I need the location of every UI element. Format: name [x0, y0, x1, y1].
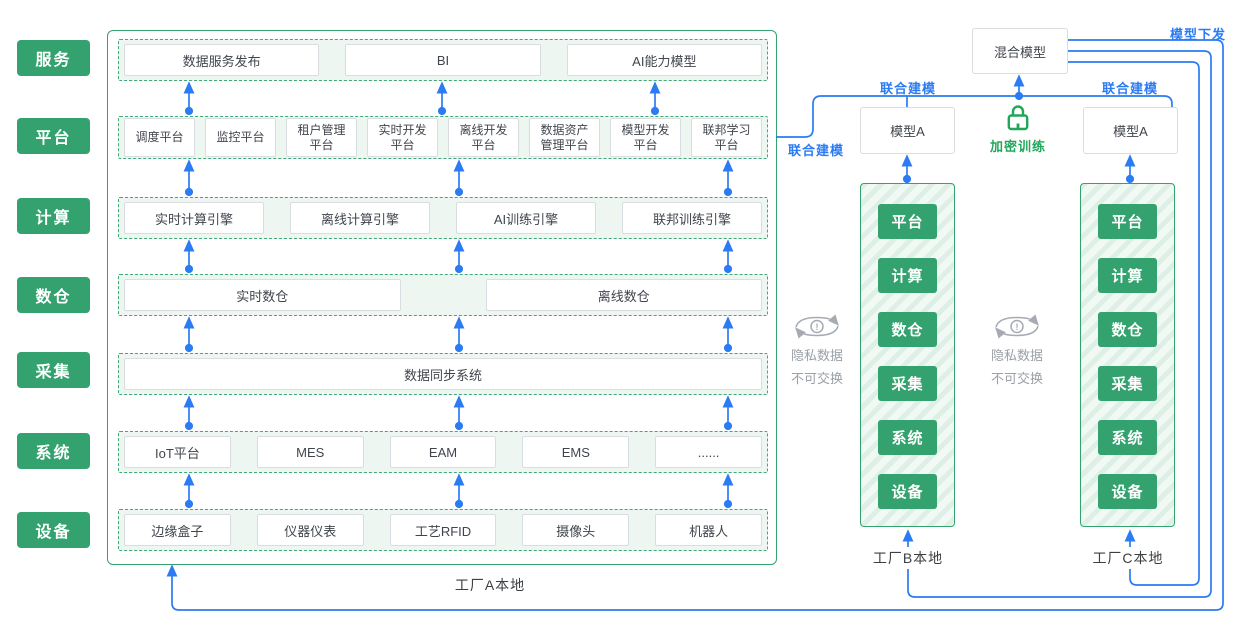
layer-label-device: 设备: [17, 512, 90, 548]
layer-label-service: 服务: [17, 40, 90, 76]
row-system: IoT平台 MES EAM EMS ......: [118, 431, 768, 473]
node-realtime-warehouse: 实时数仓: [124, 279, 401, 311]
node-iot-platform: IoT平台: [124, 436, 231, 468]
factory-c-label: 工厂C本地: [1086, 547, 1170, 569]
svg-text:!: !: [1016, 322, 1019, 332]
node-offline-dev-platform: 离线开发平台: [448, 118, 519, 157]
node-mixed-model: 混合模型: [972, 28, 1068, 74]
layer-label-system: 系统: [17, 433, 90, 469]
privacy-text-line1: 隐私数据: [790, 348, 843, 363]
node-camera: 摄像头: [522, 514, 630, 546]
privacy-text-line2: 不可交换: [990, 371, 1043, 386]
node-model-a-factory-b: 模型A: [860, 107, 955, 154]
stack-block-platform: 平台: [878, 204, 937, 239]
node-offline-compute-engine: 离线计算引擎: [290, 202, 430, 234]
stack-block-warehouse: 数仓: [1098, 312, 1157, 347]
joint-modeling-label-c: 联合建模: [1102, 81, 1159, 96]
layer-label-platform: 平台: [17, 118, 90, 154]
node-model-a-factory-c: 模型A: [1083, 107, 1178, 154]
node-system-more: ......: [655, 436, 762, 468]
encrypted-training-label: 加密训练: [989, 139, 1047, 154]
stack-block-platform: 平台: [1098, 204, 1157, 239]
node-scheduling-platform: 调度平台: [124, 118, 195, 157]
stack-block-collection: 采集: [1098, 366, 1157, 401]
stack-block-warehouse: 数仓: [878, 312, 937, 347]
factory-b-stack: 平台 计算 数仓 采集 系统 设备: [860, 183, 955, 527]
node-bi: BI: [345, 44, 541, 76]
factory-a-box: 数据服务发布 BI AI能力模型 调度平台 监控平台 租户管理平台 实时开发平台…: [107, 30, 777, 565]
row-collection: 数据同步系统: [118, 353, 768, 395]
node-ems: EMS: [522, 436, 630, 468]
stack-block-collection: 采集: [878, 366, 937, 401]
lock-icon: [1005, 101, 1031, 138]
joint-modeling-label-b: 联合建模: [880, 81, 937, 96]
node-ai-training-engine: AI训练引擎: [456, 202, 596, 234]
row-service: 数据服务发布 BI AI能力模型: [118, 39, 768, 81]
node-realtime-dev-platform: 实时开发平台: [367, 118, 438, 157]
node-federated-training-engine: 联邦训练引擎: [622, 202, 762, 234]
privacy-notice-right: ! 隐私数据 不可交换: [972, 313, 1062, 390]
exchange-blocked-icon: !: [995, 314, 1039, 339]
node-data-asset-platform: 数据资产管理平台: [529, 118, 600, 157]
privacy-notice-left: ! 隐私数据 不可交换: [772, 313, 862, 390]
node-mes: MES: [256, 436, 364, 468]
model-distribution-label: 模型下发: [1170, 27, 1227, 42]
stack-block-device: 设备: [878, 474, 937, 509]
stack-block-compute: 计算: [878, 258, 937, 293]
node-robot: 机器人: [655, 514, 762, 546]
node-eam: EAM: [389, 436, 497, 468]
row-compute: 实时计算引擎 离线计算引擎 AI训练引擎 联邦训练引擎: [118, 197, 768, 239]
stack-block-system: 系统: [1098, 420, 1157, 455]
factory-a-label: 工厂A本地: [448, 574, 532, 596]
node-rfid: 工艺RFID: [389, 514, 497, 546]
privacy-text-line2: 不可交换: [790, 371, 843, 386]
node-monitoring-platform: 监控平台: [205, 118, 276, 157]
node-instruments: 仪器仪表: [256, 514, 364, 546]
factory-c-stack: 平台 计算 数仓 采集 系统 设备: [1080, 183, 1175, 527]
node-model-dev-platform: 模型开发平台: [610, 118, 681, 157]
node-data-service-publish: 数据服务发布: [124, 44, 320, 76]
layer-label-compute: 计算: [17, 198, 90, 234]
layer-label-warehouse: 数仓: [17, 277, 90, 313]
node-data-sync-system: 数据同步系统: [124, 358, 762, 390]
stack-block-device: 设备: [1098, 474, 1157, 509]
node-edge-box: 边缘盒子: [124, 514, 231, 546]
node-offline-warehouse: 离线数仓: [485, 279, 762, 311]
stack-block-system: 系统: [878, 420, 937, 455]
node-federated-learning-platform: 联邦学习平台: [691, 118, 762, 157]
node-tenant-mgmt-platform: 租户管理平台: [286, 118, 357, 157]
factory-b-label: 工厂B本地: [866, 547, 950, 569]
node-realtime-compute-engine: 实时计算引擎: [124, 202, 264, 234]
node-ai-capability-model: AI能力模型: [566, 44, 762, 76]
exchange-blocked-icon: !: [795, 314, 839, 339]
privacy-text-line1: 隐私数据: [990, 348, 1043, 363]
row-warehouse: 实时数仓 离线数仓: [118, 274, 768, 316]
stack-block-compute: 计算: [1098, 258, 1157, 293]
row-device: 边缘盒子 仪器仪表 工艺RFID 摄像头 机器人: [118, 509, 768, 551]
joint-modeling-label-a: 联合建模: [788, 143, 845, 158]
row-platform: 调度平台 监控平台 租户管理平台 实时开发平台 离线开发平台 数据资产管理平台 …: [118, 116, 768, 159]
svg-text:!: !: [816, 322, 819, 332]
layer-label-collection: 采集: [17, 352, 90, 388]
